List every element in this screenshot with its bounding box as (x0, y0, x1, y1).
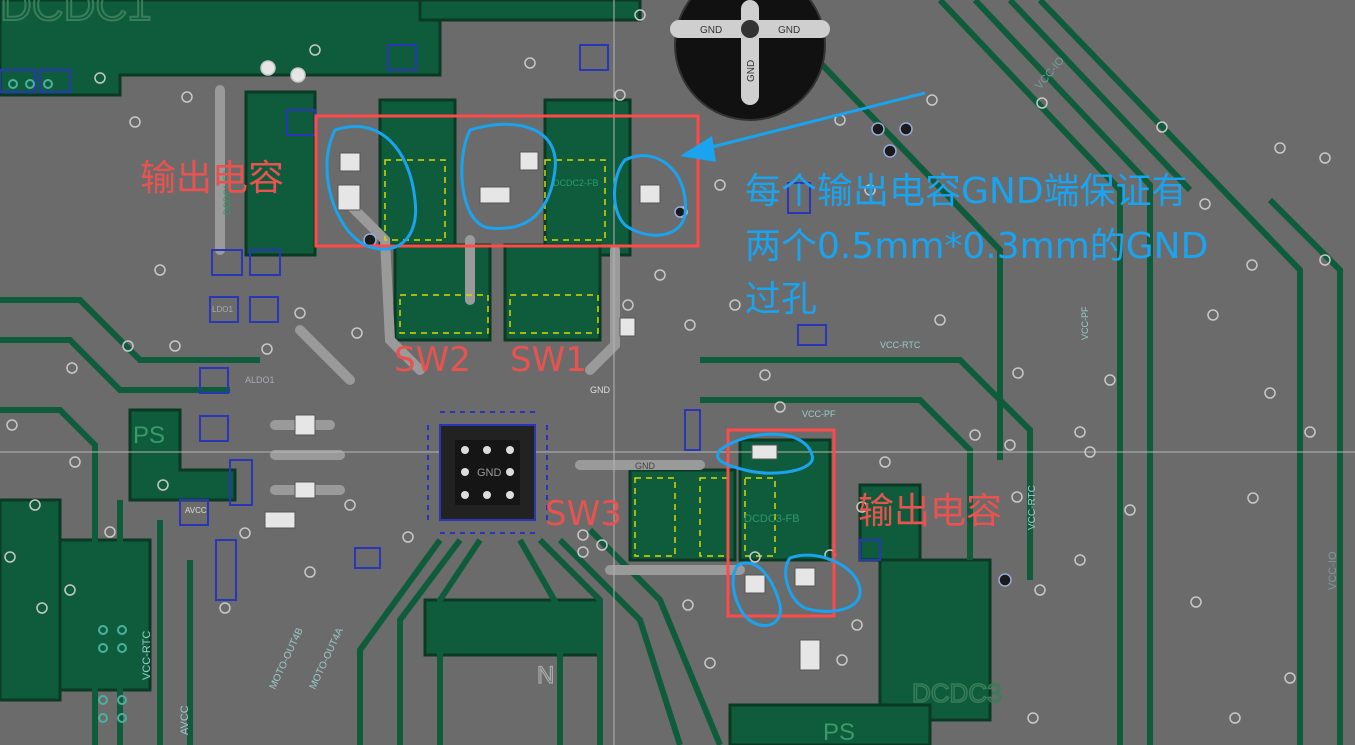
gnd-sw3-label: GND (635, 461, 656, 471)
vcc-pf-label: VCC-PF (802, 409, 836, 419)
vcc-rtc-label: VCC-RTC (880, 340, 921, 350)
n-label: N (537, 662, 554, 689)
avcc-small-label: AVCC (185, 506, 207, 515)
pmic-chip (427, 411, 548, 534)
output-cap-box-top (314, 114, 700, 248)
gnd-label-top-right: GND (778, 25, 800, 36)
vcc-pf-right-label: VCC-PF (1080, 306, 1090, 340)
output-cap-box-right (726, 428, 836, 618)
output-cap-label-top-left: 输出电容 (140, 158, 284, 199)
smd-pads (0, 44, 881, 601)
gnd-label-vertical: GND (746, 60, 757, 82)
gnd-mid-label: GND (590, 385, 611, 395)
sw1-label: SW1 (510, 340, 587, 380)
black-vias (363, 122, 1012, 587)
ps-left-label: PS (133, 422, 165, 449)
dcdc1-fb-label: DCDC1-FB (222, 169, 232, 215)
gnd-label-top-left: GND (700, 25, 722, 36)
dcdc1-label: DCDC1 (0, 0, 152, 30)
dcdc3-fb-label: DCDC3-FB (744, 513, 800, 525)
output-cap-label-right: 输出电容 (858, 491, 1002, 532)
ps-bottom-label: PS (823, 719, 855, 745)
dcdc2-fb-label: DCDC2-FB (553, 178, 599, 188)
vcc-io-far-label: VCC-IO (1327, 551, 1339, 590)
gnd-via-highlights (325, 122, 862, 628)
vcc-rtc-left-label: VCC-RTC (141, 631, 153, 680)
gnd-via-note-line2: 两个0.5mm*0.3mm的GND (745, 226, 1208, 267)
annotation-arrow (680, 91, 926, 162)
white-pads (264, 151, 821, 671)
gnd-via-note-line1: 每个输出电容GND端保证有 (745, 171, 1188, 212)
light-traces (215, 85, 745, 575)
gnd-chip-label: GND (477, 467, 502, 479)
vias (4, 9, 1331, 724)
vcc-rtc-right-label: VCC-RTC (1027, 485, 1038, 530)
aldo1-label: ALDO1 (245, 375, 275, 385)
avcc-label: AVCC (179, 705, 191, 735)
sw2-label: SW2 (394, 340, 471, 380)
gnd-via-note-line3: 过孔 (745, 279, 817, 320)
mounting-hole (670, 0, 830, 121)
dcdc3-label: DCDC3 (912, 678, 1002, 708)
ldo1-label: LDO1 (212, 305, 233, 314)
sw3-label: SW3 (545, 494, 622, 534)
teal-vias (8, 79, 127, 723)
